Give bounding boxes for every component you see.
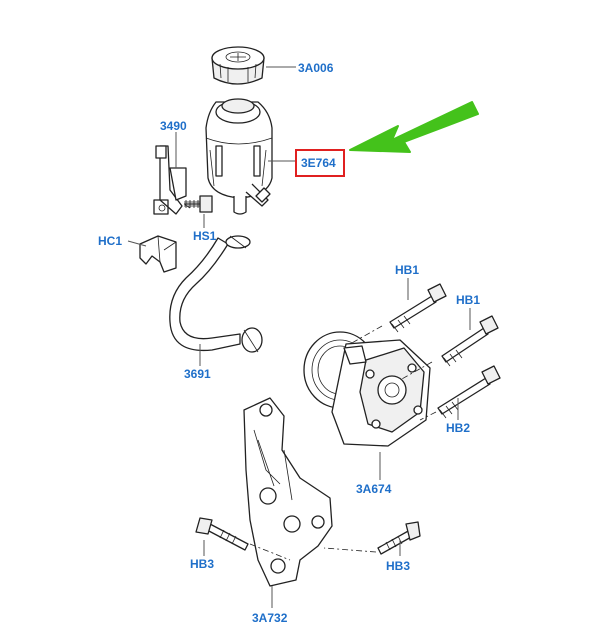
hose-drawing bbox=[169, 235, 263, 353]
reservoir-bracket-drawing bbox=[153, 145, 187, 215]
label-reservoir[interactable]: 3E764 bbox=[301, 156, 336, 170]
alignment-lines bbox=[183, 203, 437, 561]
label-clip-hc1[interactable]: HC1 bbox=[98, 234, 122, 248]
bolt-hb3-left-drawing bbox=[195, 517, 249, 551]
power-steering-pump-drawing bbox=[303, 331, 431, 447]
bolt-hb2-drawing bbox=[437, 365, 501, 419]
bolt-hb1-upper-drawing bbox=[389, 283, 447, 333]
label-bolt-hb3-left[interactable]: HB3 bbox=[190, 557, 214, 571]
label-screw-hs1[interactable]: HS1 bbox=[193, 229, 217, 243]
hose-clip-hc1-drawing bbox=[139, 235, 177, 273]
label-mount-bracket[interactable]: 3A732 bbox=[252, 611, 288, 625]
label-bolt-hb1-upper[interactable]: HB1 bbox=[395, 263, 419, 277]
label-cap[interactable]: 3A006 bbox=[298, 61, 334, 75]
bolt-hb1-lower-drawing bbox=[441, 315, 499, 367]
label-bracket[interactable]: 3490 bbox=[160, 119, 187, 133]
label-pump[interactable]: 3A674 bbox=[356, 482, 392, 496]
label-bolt-hb1-lower[interactable]: HB1 bbox=[456, 293, 480, 307]
label-bolt-hb2[interactable]: HB2 bbox=[446, 421, 470, 435]
label-bolt-hb3-right[interactable]: HB3 bbox=[386, 559, 410, 573]
green-arrow-icon bbox=[349, 101, 479, 153]
label-hose[interactable]: 3691 bbox=[184, 367, 211, 381]
highlight-box bbox=[295, 149, 345, 177]
pump-mount-bracket-drawing bbox=[243, 397, 333, 587]
reservoir-cap-drawing bbox=[211, 46, 265, 85]
leader-lines bbox=[127, 66, 471, 608]
bolt-hb3-right-drawing bbox=[377, 521, 421, 555]
screw-hs1-drawing bbox=[184, 195, 213, 213]
reservoir-drawing bbox=[205, 98, 273, 215]
